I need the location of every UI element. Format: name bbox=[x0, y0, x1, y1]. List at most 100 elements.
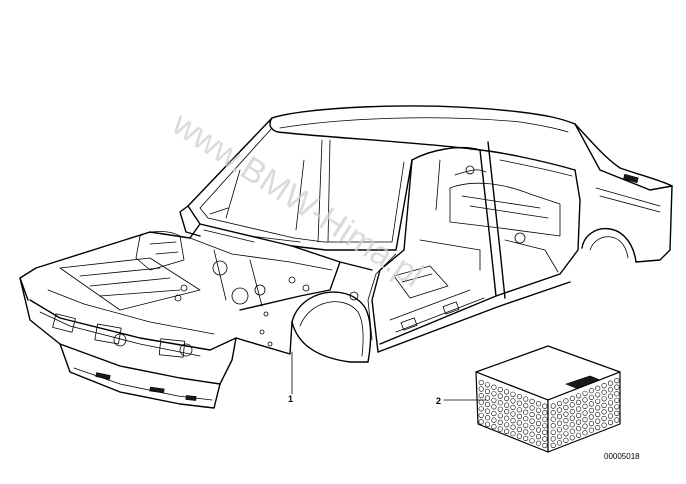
box-dot bbox=[575, 406, 582, 412]
box-dot bbox=[535, 407, 542, 413]
box-dot bbox=[516, 400, 523, 406]
watermark: www.BMW-Hima.pl bbox=[165, 104, 430, 295]
diagram-reference-number: 00005018 bbox=[604, 452, 640, 461]
box-dot bbox=[516, 426, 523, 433]
box-dot bbox=[588, 427, 595, 433]
box-dot bbox=[556, 440, 563, 446]
box-dot bbox=[563, 437, 569, 444]
box-dot bbox=[556, 400, 563, 407]
box-dot bbox=[607, 406, 614, 413]
box-dot bbox=[484, 395, 491, 401]
box-dot bbox=[563, 411, 569, 417]
box-dot bbox=[523, 409, 529, 415]
box-dot bbox=[588, 407, 595, 414]
box-dot bbox=[556, 407, 563, 413]
box-dot bbox=[582, 397, 588, 403]
box-dot bbox=[588, 401, 595, 407]
box-dot bbox=[529, 431, 535, 437]
box-dot bbox=[535, 427, 542, 433]
box-dot bbox=[497, 413, 503, 419]
box-dot bbox=[491, 384, 497, 390]
box-dot bbox=[491, 391, 497, 397]
box-dot bbox=[550, 403, 556, 409]
box-dot bbox=[510, 424, 516, 430]
box-dot bbox=[516, 413, 523, 420]
box-dot bbox=[575, 412, 582, 419]
box-dot bbox=[535, 401, 542, 407]
box-dot bbox=[582, 417, 588, 423]
box-dot bbox=[614, 384, 620, 390]
box-dot bbox=[601, 422, 607, 428]
box-dot bbox=[607, 380, 614, 386]
box-dot bbox=[535, 414, 542, 420]
box-dot bbox=[504, 409, 510, 415]
box-dot bbox=[582, 410, 588, 416]
box-dot bbox=[601, 396, 607, 402]
box-dot bbox=[535, 440, 542, 446]
box-dot bbox=[516, 407, 523, 413]
box-dot bbox=[516, 433, 523, 439]
box-dot bbox=[588, 388, 595, 394]
box-dot bbox=[614, 397, 620, 403]
box-dot bbox=[491, 417, 497, 423]
box-dot bbox=[542, 436, 548, 442]
box-dot bbox=[550, 416, 556, 422]
box-dot bbox=[529, 411, 535, 418]
body-shell-illustration bbox=[19, 105, 673, 409]
box-dot bbox=[542, 442, 548, 449]
box-dot bbox=[484, 388, 491, 395]
box-dot bbox=[491, 410, 497, 417]
box-dot bbox=[510, 431, 516, 437]
box-dot bbox=[607, 419, 614, 426]
box-dot bbox=[484, 408, 491, 414]
box-dot bbox=[607, 413, 614, 419]
box-dot bbox=[535, 434, 542, 440]
box-dot bbox=[595, 405, 601, 411]
box-dot bbox=[542, 403, 548, 409]
box-dot bbox=[550, 442, 556, 449]
box-dot bbox=[542, 416, 548, 422]
box-dot bbox=[497, 393, 503, 399]
box-dot bbox=[575, 393, 582, 399]
box-dot-pattern-left bbox=[478, 379, 548, 449]
box-dot bbox=[563, 424, 569, 430]
box-dot bbox=[582, 430, 588, 436]
box-dot bbox=[523, 396, 529, 402]
box-dot bbox=[542, 410, 548, 416]
box-dot bbox=[601, 409, 607, 415]
box-dot bbox=[484, 421, 491, 427]
box-dot bbox=[523, 403, 529, 409]
box-dot bbox=[478, 386, 484, 392]
box-dot bbox=[569, 435, 575, 441]
box-dot bbox=[504, 415, 510, 421]
box-dot bbox=[478, 379, 484, 386]
box-dot bbox=[588, 394, 595, 400]
box-dot bbox=[529, 438, 535, 444]
box-dot bbox=[575, 419, 582, 425]
box-dot bbox=[614, 391, 620, 397]
box-dot bbox=[478, 412, 484, 418]
box-dot bbox=[542, 429, 548, 436]
box-dot bbox=[601, 402, 607, 409]
box-dot bbox=[529, 425, 535, 431]
box-dot bbox=[563, 404, 569, 411]
parts-kit-box-illustration bbox=[475, 345, 621, 453]
callout-1-group: 1 bbox=[288, 351, 293, 404]
box-dot bbox=[569, 415, 575, 421]
box-dot bbox=[607, 393, 614, 399]
box-dot bbox=[614, 417, 620, 423]
box-dot bbox=[484, 401, 491, 408]
box-dot bbox=[510, 418, 516, 424]
box-dot bbox=[529, 398, 535, 405]
box-dot bbox=[563, 398, 569, 404]
box-dot bbox=[535, 420, 542, 427]
box-dot bbox=[569, 408, 575, 415]
box-dot bbox=[516, 420, 523, 426]
box-dot bbox=[556, 433, 563, 439]
box-dot bbox=[575, 426, 582, 432]
box-dot bbox=[614, 404, 620, 410]
box-dot bbox=[497, 400, 503, 406]
box-dot bbox=[478, 419, 484, 425]
box-dot bbox=[595, 385, 601, 391]
